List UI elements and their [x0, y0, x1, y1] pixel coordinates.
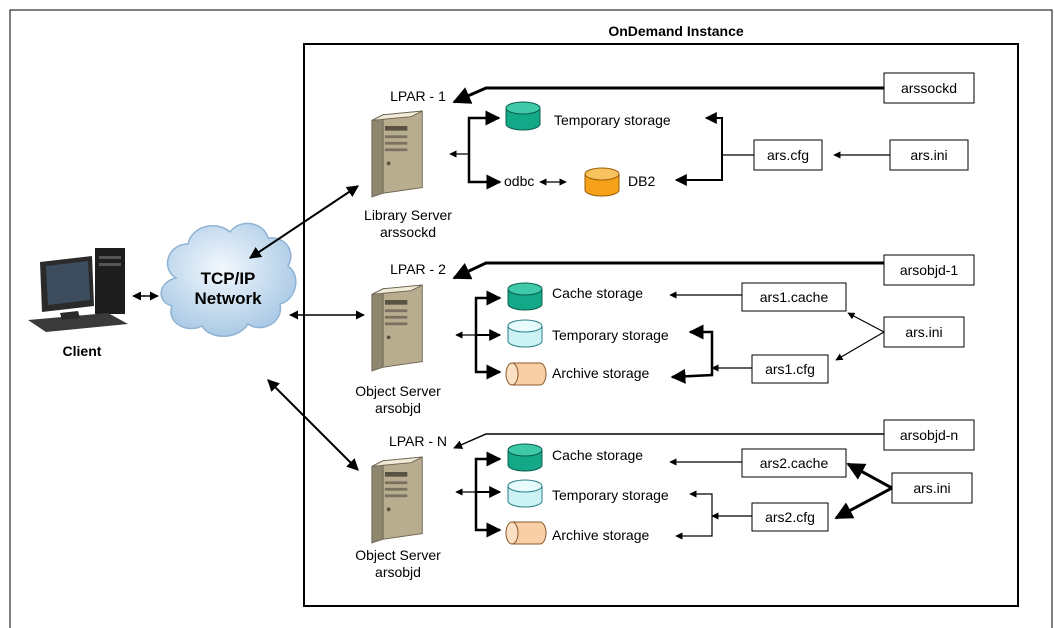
lpar2-cfg-box	[751, 354, 829, 384]
lpar2-ini-label: ars.ini	[905, 324, 942, 340]
network-label-line1: TCP/IP	[201, 269, 256, 288]
lpar2-server-name: Object Server	[355, 383, 441, 399]
lpar1-daemon-link	[452, 86, 884, 104]
lparn-bracket	[474, 451, 502, 538]
lparn-cache-storage-icon	[507, 443, 543, 472]
lpar2-cache-config-label: ars1.cache	[760, 289, 829, 305]
lparn-storage-cache: Cache storage	[552, 447, 643, 463]
lparn-daemon-link	[453, 433, 884, 449]
lpar2-cfg-label: ars1.cfg	[765, 361, 815, 377]
lpar2-cache-config-box	[741, 282, 847, 312]
lpar2-ini-to-cfg	[835, 331, 885, 361]
lparn-daemon-box-label: arsobjd-n	[900, 427, 958, 443]
network-label-line2: Network	[194, 289, 262, 308]
lpar1-server-name: Library Server	[364, 207, 452, 223]
lparn-cache-config-box	[741, 448, 847, 478]
db2-icon	[584, 167, 620, 197]
client-computer-icon	[28, 248, 128, 332]
lpar1-cfg-bracket	[674, 112, 723, 186]
lparn-cfg-bracket	[675, 490, 713, 540]
lparn-daemon-box	[883, 419, 975, 451]
lpar2-temp-storage-icon	[507, 319, 543, 348]
lpar1-bracket	[467, 110, 502, 190]
instance-title: OnDemand Instance	[608, 23, 744, 39]
lpar2-ini-box	[883, 316, 965, 348]
lpar1-odbc-label: odbc	[504, 173, 534, 189]
client-label: Client	[63, 343, 102, 359]
lpar1-daemon-box-label: arssockd	[901, 80, 957, 96]
lpar2-ini-to-cache	[847, 312, 885, 333]
lpar1-cfg-label: ars.cfg	[767, 147, 809, 163]
lpar2-label: LPAR - 2	[390, 261, 446, 277]
lparn-cache-config-label: ars2.cache	[760, 455, 829, 471]
lparn-archive-storage-icon	[505, 521, 547, 545]
network-lpar1-link	[249, 185, 359, 259]
lparn-server-name: Object Server	[355, 547, 441, 563]
lpar2-archive-storage-icon	[505, 362, 547, 386]
outer-frame	[9, 9, 1053, 628]
lparn-server-daemon: arsobjd	[375, 564, 421, 580]
instance-boundary	[303, 43, 1019, 607]
object-server-1-icon	[371, 284, 423, 372]
lpar2-daemon-box	[883, 254, 975, 286]
object-server-n-icon	[371, 456, 423, 544]
lpar2-cache-storage-icon	[507, 282, 543, 311]
lparn-cfg-label: ars2.cfg	[765, 509, 815, 525]
lpar1-label: LPAR - 1	[390, 88, 446, 104]
lpar1-daemon-box	[883, 72, 975, 104]
lpar1-cfg-box	[753, 139, 823, 171]
lpar1-storage-db2: DB2	[628, 173, 655, 189]
lpar2-storage-archive: Archive storage	[552, 365, 649, 381]
lpar1-storage-temp: Temporary storage	[554, 112, 671, 128]
lparn-ini-label: ars.ini	[913, 480, 950, 496]
lparn-ini-to-cache	[846, 462, 893, 490]
lparn-ini-to-cfg	[834, 486, 893, 520]
lpar1-temp-storage-icon	[505, 101, 541, 131]
lpar2-storage-cache: Cache storage	[552, 285, 643, 301]
lpar2-daemon-link	[452, 261, 884, 280]
network-lparn-link	[267, 379, 359, 471]
lparn-storage-archive: Archive storage	[552, 527, 649, 543]
lpar2-storage-temp: Temporary storage	[552, 327, 669, 343]
lpar2-cfg-bracket	[670, 324, 714, 384]
lpar2-server-daemon: arsobjd	[375, 400, 421, 416]
lparn-label: LPAR - N	[389, 433, 447, 449]
lpar2-daemon-box-label: arsobjd-1	[900, 262, 959, 278]
lparn-ini-box	[891, 472, 973, 504]
lparn-storage-temp: Temporary storage	[552, 487, 669, 503]
lpar1-server-daemon: arssockd	[380, 224, 436, 240]
lpar1-ini-label: ars.ini	[910, 147, 947, 163]
lparn-temp-storage-icon	[507, 479, 543, 508]
lpar1-ini-box	[889, 139, 969, 171]
library-server-icon	[371, 110, 423, 198]
lparn-cfg-box	[751, 502, 829, 532]
